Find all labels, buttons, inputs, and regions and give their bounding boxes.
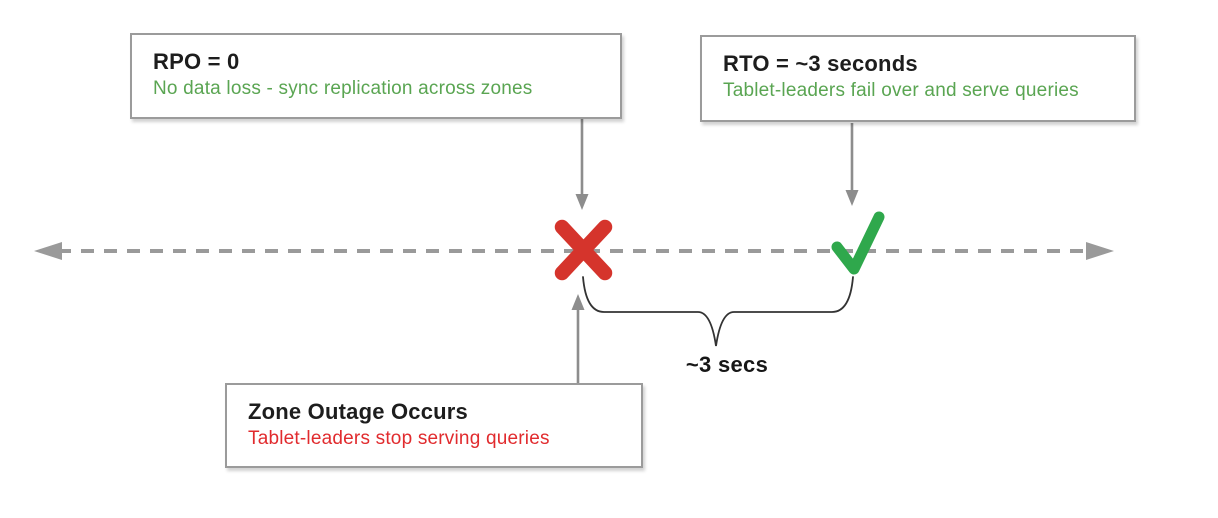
outage-arrowhead-icon [571,294,585,310]
x-mark-icon [554,219,613,281]
check-mark-icon [831,211,885,275]
rpo-arrowhead-icon [575,194,589,210]
outage-connector-arrow [571,294,585,384]
rto-callout: RTO = ~3 seconds Tablet-leaders fail ove… [700,35,1136,122]
rpo-title: RPO = 0 [153,49,240,74]
rpo-connector-arrow [575,119,589,210]
rto-subtitle: Tablet-leaders fail over and serve queri… [723,80,1079,101]
outage-title: Zone Outage Occurs [248,399,468,424]
outage-callout: Zone Outage Occurs Tablet-leaders stop s… [225,383,643,468]
timeline-arrow-right-icon [1086,242,1114,260]
rto-title: RTO = ~3 seconds [723,51,918,76]
rpo-callout: RPO = 0 No data loss - sync replication … [130,33,622,119]
rto-connector-arrow [845,123,859,206]
duration-label: ~3 secs [685,352,769,377]
rto-arrowhead-icon [845,190,859,206]
outage-subtitle: Tablet-leaders stop serving queries [248,428,550,449]
rpo-subtitle: No data loss - sync replication across z… [153,78,533,99]
timeline-arrow-left-icon [34,242,62,260]
duration-brace [582,276,854,347]
